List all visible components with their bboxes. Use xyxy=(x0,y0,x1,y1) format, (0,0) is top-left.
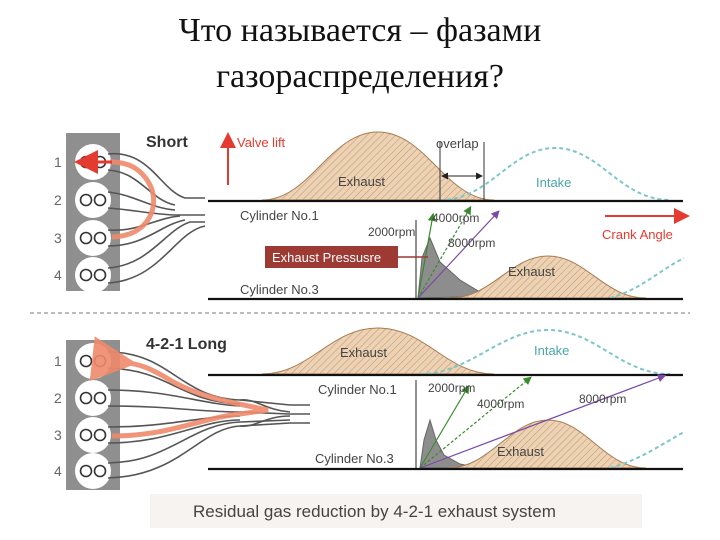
cylinder1-label: Cylinder No.1 xyxy=(318,382,397,397)
rpm-arrow-4000 xyxy=(419,376,532,469)
cylinder-number: 3 xyxy=(54,427,62,443)
cylinder3-exhaust-label: Exhaust xyxy=(497,444,544,459)
rpm-arrow-8000 xyxy=(419,374,667,469)
cylinder3-exhaust-curve xyxy=(449,255,647,299)
cylinder-number: 2 xyxy=(54,192,62,208)
exhaust-pressure-tag xyxy=(265,246,398,268)
cylinder-number: 1 xyxy=(54,353,62,369)
exhaust-pressure-label: Exhaust Pressusre xyxy=(272,250,381,265)
exhaust-lift-curve xyxy=(261,327,495,375)
rpm-label-8000: 8000rpm xyxy=(579,392,626,406)
cylinder-number: 3 xyxy=(54,230,62,246)
panel-label-long: 4-2-1 Long xyxy=(146,336,227,353)
valve-lift-label: Valve lift xyxy=(237,135,286,150)
short-manifold-pipes xyxy=(107,153,206,284)
rpm-arrow-8000 xyxy=(417,210,500,299)
rpm-arrow-2000 xyxy=(419,384,470,469)
cylinder-number: 4 xyxy=(54,267,62,283)
cylinder-number: 1 xyxy=(54,154,62,170)
cylinder1-label: Cylinder No.1 xyxy=(240,208,319,223)
long-manifold-pipes xyxy=(107,351,310,479)
cylinder3-intake-curve xyxy=(609,257,685,299)
top-panel: 1 2 3 4 Short Valve lift Exhaust Intake … xyxy=(54,131,690,301)
cylinder3-label: Cylinder No.3 xyxy=(315,451,394,466)
rpm-label-4000: 4000rpm xyxy=(477,397,524,411)
slide-title: Что называется – фазами газораспределени… xyxy=(0,8,720,100)
intake-lift-curve xyxy=(439,146,671,201)
intake-label: Intake xyxy=(536,175,571,190)
panel-label-short: Short xyxy=(146,134,188,151)
cylinder3-label: Cylinder No.3 xyxy=(240,282,319,297)
rpm-label-2000: 2000rpm xyxy=(428,381,475,395)
exhaust-flow-arrow xyxy=(89,336,269,439)
slide-title-line-2: газораспределения? xyxy=(216,58,504,95)
cylinder3-intake-curve xyxy=(609,431,685,469)
slide-title-line-1: Что называется – фазами xyxy=(178,12,542,49)
crank-angle-label: Crank Angle xyxy=(602,227,673,242)
intake-label: Intake xyxy=(534,343,569,358)
exhaust-flow-arrow xyxy=(109,159,157,240)
exhaust-lift-curve xyxy=(261,131,495,201)
bottom-panel: 1 2 3 4 4-2-1 Long Exhaust Intake Cylind… xyxy=(54,327,685,490)
rpm-arrow-4000 xyxy=(417,205,472,299)
cylinder-number: 4 xyxy=(54,463,62,479)
intake-lift-curve xyxy=(419,328,671,375)
cylinder3-exhaust-curve xyxy=(447,419,647,469)
rpm-label-8000: 8000rpm xyxy=(448,236,495,250)
caption-band xyxy=(150,494,642,528)
rpm-label-4000: 4000rpm xyxy=(432,211,479,225)
exhaust-label: Exhaust xyxy=(340,345,387,360)
exhaust-label: Exhaust xyxy=(338,174,385,189)
overlap-label: overlap xyxy=(436,136,479,151)
cylinder-number: 2 xyxy=(54,390,62,406)
diagram-caption: Residual gas reduction by 4-2-1 exhaust … xyxy=(193,502,556,521)
cylinder3-exhaust-label: Exhaust xyxy=(508,264,555,279)
rpm-label-2000: 2000rpm xyxy=(368,225,415,239)
